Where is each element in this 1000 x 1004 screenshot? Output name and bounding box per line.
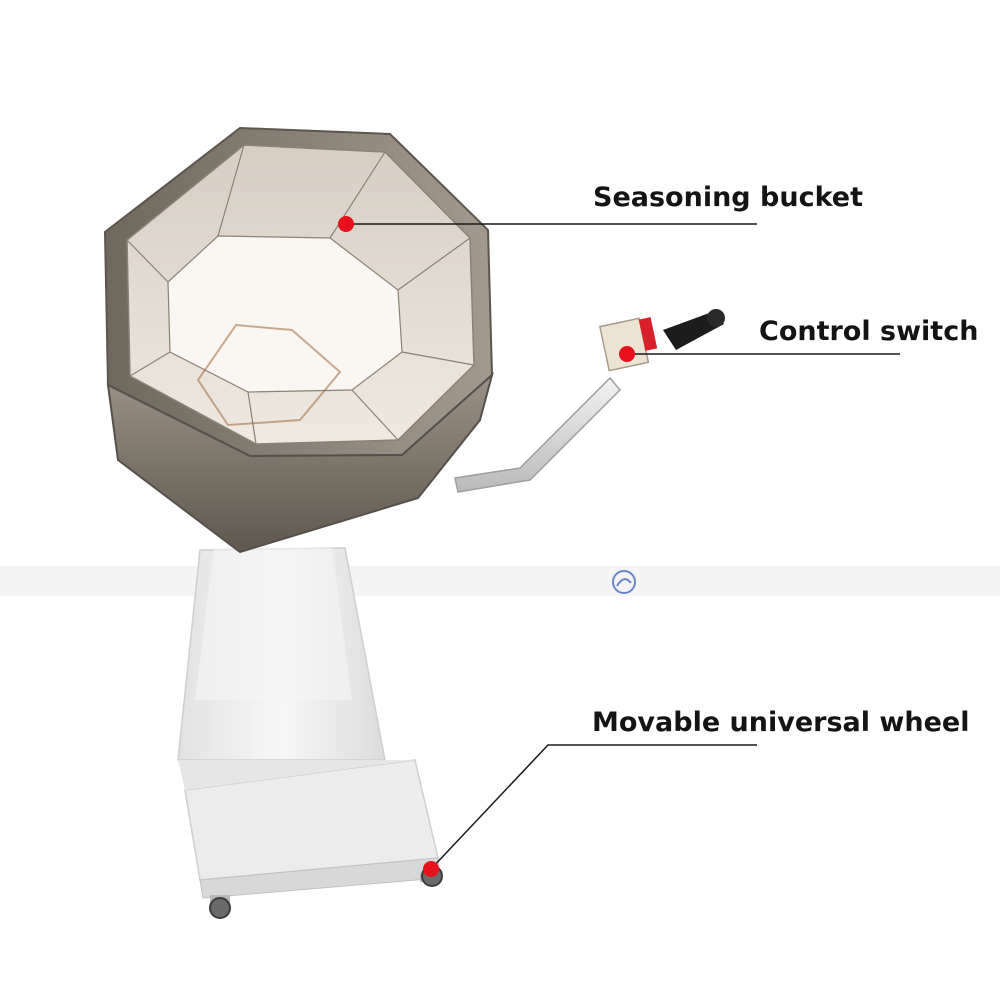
stand [177, 547, 441, 899]
marker-wheel [423, 861, 439, 877]
label-control-switch: Control switch [759, 316, 979, 347]
leader-line-wheel [430, 744, 757, 870]
label-seasoning-bucket: Seasoning bucket [593, 182, 864, 213]
seasoning-bucket-body [103, 126, 494, 554]
wheel-left [209, 895, 231, 919]
marker-bucket [338, 216, 354, 232]
control-switch-assembly [598, 309, 725, 372]
handle-arm [454, 376, 622, 493]
marker-switch [619, 346, 635, 362]
label-movable-universal-wheel: Movable universal wheel [592, 707, 970, 738]
watermark-logo-icon [612, 570, 636, 594]
background-band [0, 566, 1000, 596]
